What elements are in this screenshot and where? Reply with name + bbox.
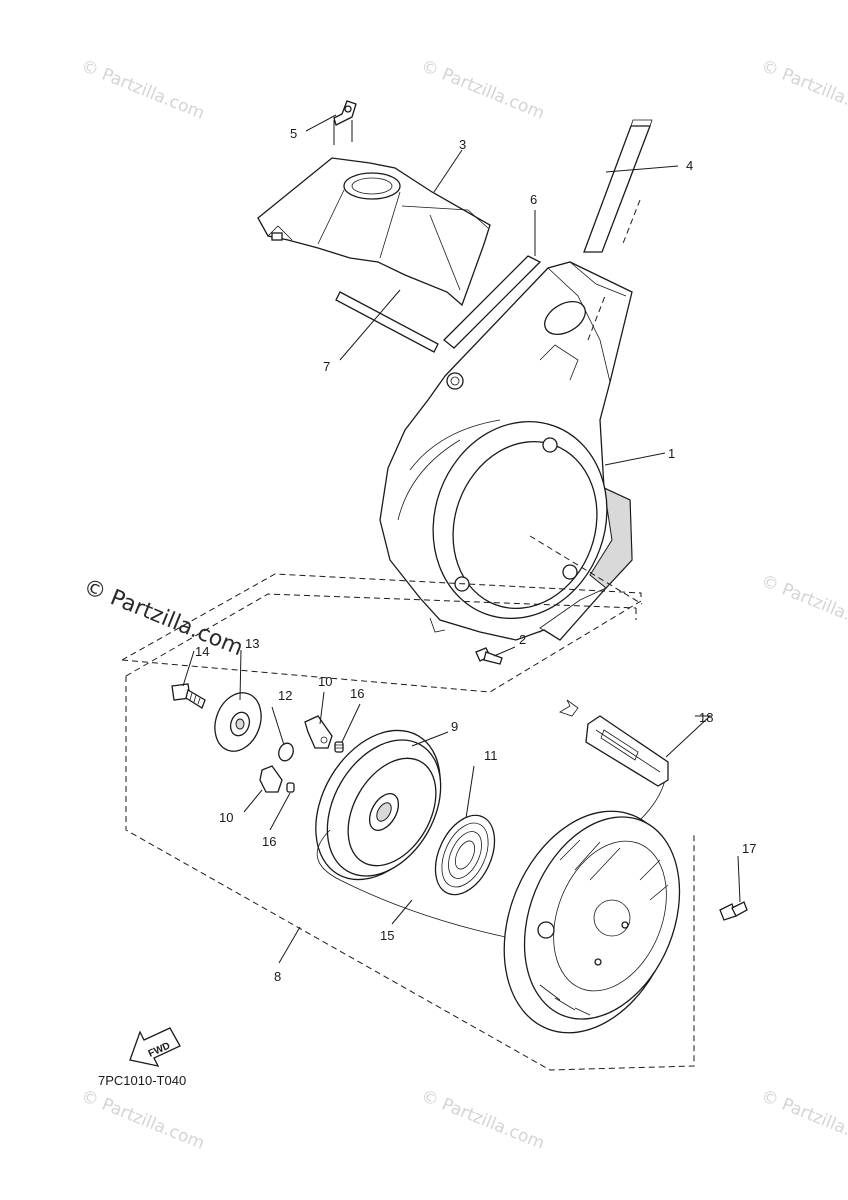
callout-17: 17	[742, 841, 756, 856]
part-1-fan-housing	[379, 261, 633, 641]
part-8-assembly-outline	[121, 573, 695, 1071]
callout-16-upper: 16	[350, 686, 364, 701]
callout-16-lower: 16	[262, 834, 276, 849]
watermark: © Partzilla.com	[758, 56, 848, 124]
recoil-starter-case	[503, 810, 681, 1034]
part-10-pawl-upper	[304, 715, 333, 749]
part-9-reel	[315, 729, 442, 881]
watermark-dark: © Partzilla.com	[80, 574, 247, 661]
callout-14: 14	[195, 644, 209, 659]
callout-8: 8	[274, 969, 281, 984]
callout-3: 3	[459, 137, 466, 152]
part-12-oring	[278, 742, 294, 762]
part-17-bolt	[719, 901, 748, 921]
callout-6: 6	[530, 192, 537, 207]
watermark: © Partzilla.com	[418, 1086, 547, 1154]
part-5-clip	[333, 100, 357, 145]
part-2-bolt	[475, 647, 503, 665]
callout-2: 2	[519, 632, 526, 647]
callout-10-upper: 10	[318, 674, 332, 689]
callout-7: 7	[323, 359, 330, 374]
part-18-handle	[559, 699, 669, 787]
callout-9: 9	[451, 719, 458, 734]
callout-11: 11	[484, 748, 498, 763]
leader-lines	[182, 114, 741, 964]
watermark: © Partzilla.com	[418, 56, 547, 124]
part-10-pawl-lower	[259, 765, 283, 793]
callout-4: 4	[686, 158, 693, 173]
callout-5: 5	[290, 126, 297, 141]
part-14-bolt	[171, 683, 206, 709]
part-16-spring-upper	[334, 741, 344, 753]
watermark: © Partzilla.com	[758, 571, 848, 639]
callout-12: 12	[278, 688, 292, 703]
watermark: © Partzilla.com	[78, 56, 207, 124]
callout-15: 15	[380, 928, 394, 943]
part-6-seal	[443, 255, 542, 349]
part-4-strip	[583, 119, 653, 253]
part-16-spring-lower	[286, 782, 295, 793]
fwd-arrow: FWD	[129, 1027, 181, 1067]
callout-1: 1	[668, 446, 675, 461]
callout-13: 13	[245, 636, 259, 651]
part-3-duct-cover	[257, 157, 491, 307]
watermark: © Partzilla.com	[758, 1086, 848, 1154]
callouts: 1 2 3 4 5 6 7 8 9 10 10 11 12 13 14 15 1…	[195, 126, 756, 984]
part-11-spiral-spring	[434, 814, 496, 896]
callout-18: 18	[699, 710, 713, 725]
watermark: © Partzilla.com	[78, 1086, 207, 1154]
part-7-seal	[335, 291, 439, 353]
part-13-washer	[214, 692, 262, 752]
callout-10-lower: 10	[219, 810, 233, 825]
diagram-code: 7PC1010-T040	[98, 1073, 186, 1088]
